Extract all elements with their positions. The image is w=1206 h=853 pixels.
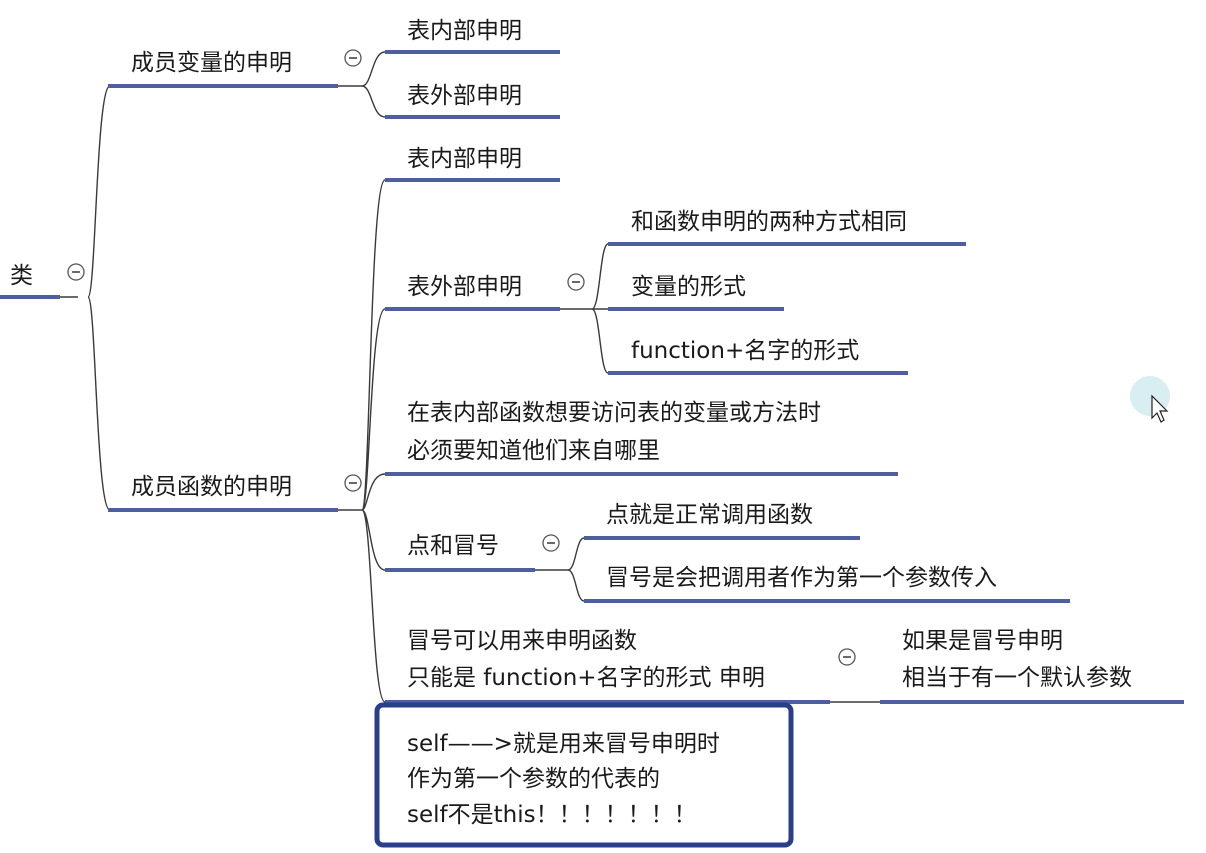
func-outside-table-label: 表外部申明 (407, 274, 522, 300)
default-param-line-2: 相当于有一个默认参数 (902, 665, 1132, 691)
access-note-line-2: 必须要知道他们来自哪里 (407, 438, 660, 464)
node-colon-passes-caller[interactable]: 冒号是会把调用者作为第一个参数传入 (584, 565, 1070, 603)
var-outside-table-label: 表外部申明 (407, 83, 522, 109)
self-note-line-2: 作为第一个参数的代表的 (407, 766, 660, 792)
node-member-variable[interactable]: 成员变量的申明 (108, 50, 338, 88)
self-note-box (374, 702, 794, 848)
function-name-form-label: function+名字的形式 (631, 338, 859, 364)
node-var-outside-table[interactable]: 表外部申明 (385, 83, 560, 119)
same-as-function-label: 和函数申明的两种方式相同 (631, 209, 907, 235)
mouse-cursor-icon (1130, 376, 1170, 423)
collapse-toggle-member-variable[interactable] (344, 49, 362, 67)
dot-normal-call-label: 点就是正常调用函数 (606, 502, 813, 528)
collapse-toggle-member-function[interactable] (344, 474, 362, 492)
node-self-note[interactable]: self——>就是用来冒号申明时 作为第一个参数的代表的 self不是this！… (374, 702, 794, 848)
node-default-param[interactable]: 如果是冒号申明 相当于有一个默认参数 (880, 628, 1184, 704)
member-function-label: 成员函数的申明 (131, 474, 292, 500)
node-variable-form[interactable]: 变量的形式 (608, 274, 784, 311)
connector-member-variable (338, 51, 386, 118)
connectors (60, 51, 880, 703)
connector-member-function (338, 179, 386, 703)
node-dot-and-colon[interactable]: 点和冒号 (385, 533, 535, 572)
default-param-line-1: 如果是冒号申明 (902, 628, 1063, 654)
colon-declare-line-1: 冒号可以用来申明函数 (407, 628, 637, 654)
node-same-as-function-declare[interactable]: 和函数申明的两种方式相同 (608, 209, 966, 246)
colon-passes-caller-label: 冒号是会把调用者作为第一个参数传入 (606, 565, 997, 591)
node-access-note[interactable]: 在表内部函数想要访问表的变量或方法时 必须要知道他们来自哪里 (385, 400, 898, 476)
var-inside-table-label: 表内部申明 (407, 18, 522, 44)
connector-root-trunk (60, 85, 111, 511)
node-func-inside-table[interactable]: 表内部申明 (385, 146, 560, 182)
node-member-function[interactable]: 成员函数的申明 (108, 474, 338, 512)
func-inside-table-label: 表内部申明 (407, 146, 522, 172)
collapse-toggle-outside-table[interactable] (567, 273, 585, 291)
connector-outside-table (560, 243, 609, 374)
collapse-toggle-dot-and-colon[interactable] (542, 534, 560, 552)
connector-dot-colon (535, 537, 585, 602)
root-node[interactable]: 类 (0, 263, 60, 299)
self-note-line-3: self不是this！！！！！！！ (407, 802, 697, 828)
variable-form-label: 变量的形式 (631, 274, 746, 300)
access-note-line-1: 在表内部函数想要访问表的变量或方法时 (407, 400, 821, 426)
node-colon-declare[interactable]: 冒号可以用来申明函数 只能是 function+名字的形式 申明 (385, 628, 830, 704)
node-function-name-form[interactable]: function+名字的形式 (608, 338, 908, 375)
node-func-outside-table[interactable]: 表外部申明 (385, 274, 560, 311)
collapse-toggle-root[interactable] (67, 263, 85, 281)
colon-declare-line-2: 只能是 function+名字的形式 申明 (407, 665, 765, 691)
collapse-toggle-colon-declare[interactable] (838, 648, 856, 666)
root-label: 类 (10, 263, 33, 289)
node-dot-normal-call[interactable]: 点就是正常调用函数 (584, 502, 860, 540)
node-var-inside-table[interactable]: 表内部申明 (385, 18, 560, 54)
member-variable-label: 成员变量的申明 (131, 50, 292, 76)
dot-and-colon-label: 点和冒号 (407, 533, 499, 559)
self-note-line-1: self——>就是用来冒号申明时 (407, 731, 720, 757)
